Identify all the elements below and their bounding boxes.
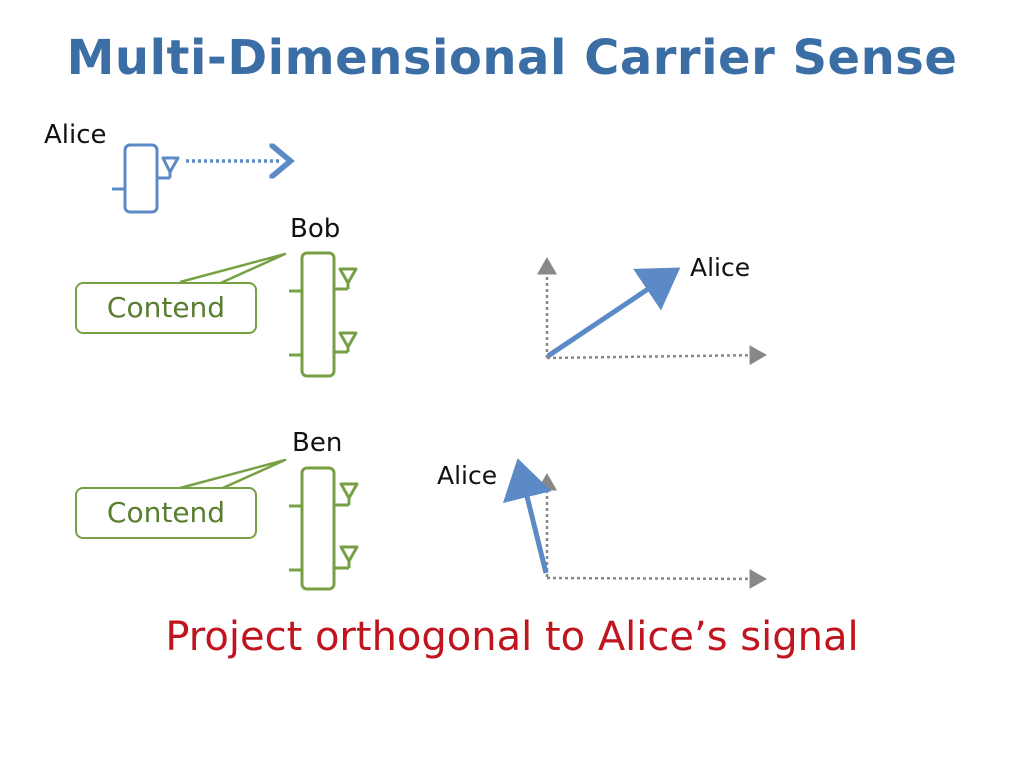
bob-callout-tail <box>179 252 287 288</box>
top-plot-alice-label: Alice <box>690 253 751 282</box>
bottom-signal-plot <box>502 458 767 589</box>
bob-contend-callout: Contend <box>75 282 257 334</box>
bob-antenna-1-icon <box>334 267 358 291</box>
bottom-plot-alice-label: Alice <box>437 461 498 490</box>
top-plot-x-axis <box>546 345 767 366</box>
ben-antenna-2-icon <box>334 545 359 570</box>
bottom-plot-x-axis <box>546 568 767 589</box>
alice-antenna-icon <box>157 156 180 180</box>
top-signal-plot <box>537 257 767 366</box>
bob-node <box>289 251 358 378</box>
ben-node <box>289 466 359 591</box>
bob-node-label: Bob <box>290 214 341 244</box>
ben-contend-callout: Contend <box>75 487 257 539</box>
alice-node <box>112 143 280 214</box>
alice-node-label: Alice <box>44 120 107 150</box>
bob-antenna-2-icon <box>334 331 358 354</box>
ben-antenna-1-icon <box>334 482 359 507</box>
slide-title: Multi-Dimensional Carrier Sense <box>66 30 958 86</box>
slide-caption: Project orthogonal to Alice’s signal <box>165 614 859 660</box>
ben-callout-tail <box>179 458 287 494</box>
ben-node-label: Ben <box>292 428 343 458</box>
top-plot-alice-vector <box>546 267 681 359</box>
bottom-plot-alice-vector <box>502 458 552 574</box>
